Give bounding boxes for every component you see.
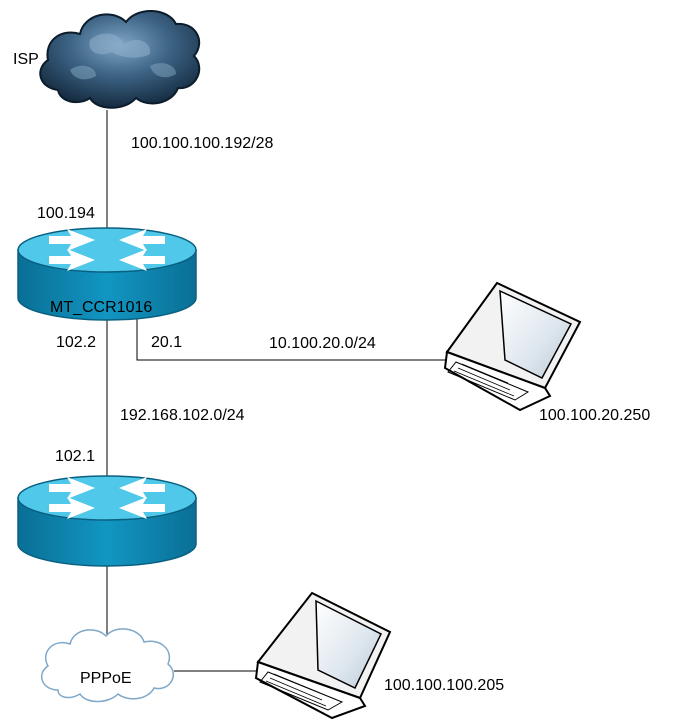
lan-20-subnet-label: 10.100.20.0/24: [269, 335, 376, 352]
second-router-ip-label: 102.1: [55, 448, 95, 465]
isp-uplink-subnet-label: 100.100.100.192/28: [131, 135, 273, 152]
router-main-icon: [17, 227, 197, 321]
router-main-label: MT_CCR1016: [50, 299, 152, 316]
laptop-1-icon: [443, 281, 582, 412]
main-router-transit-ip-label: 102.2: [56, 334, 96, 351]
laptop-2-label: 100.100.100.205: [384, 677, 504, 694]
pppoe-cloud-icon: [40, 628, 174, 703]
pppoe-label: PPPoE: [80, 670, 132, 687]
main-router-lan-ip-label: 20.1: [151, 334, 182, 351]
laptop-1-label: 100.100.20.250: [539, 407, 650, 424]
transit-subnet-label: 192.168.102.0/24: [120, 407, 245, 424]
main-router-wan-ip-label: 100.194: [37, 205, 95, 222]
router-second-icon: [17, 475, 197, 567]
laptop-2-icon: [254, 591, 392, 720]
links: [106, 110, 448, 672]
lan-20-line: [136, 318, 448, 361]
isp-cloud-icon: [39, 9, 201, 109]
isp-label: ISP: [13, 51, 39, 68]
